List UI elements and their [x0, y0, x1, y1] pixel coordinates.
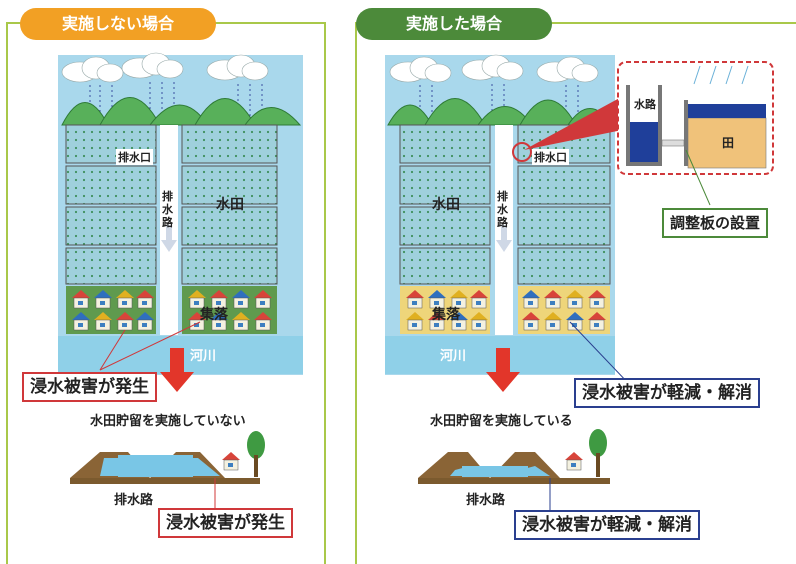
right-panel-frame [355, 22, 796, 564]
right-header-pill: 実施した場合 [356, 8, 552, 40]
right-paddy-fields [399, 124, 611, 285]
left-down-arrow [160, 348, 194, 392]
right-damage-pointer [569, 321, 631, 386]
right-caption: 水田貯留を実施している [430, 414, 573, 429]
left-section-damage-label: 浸水被害が発生 [158, 508, 293, 538]
right-cross-section [418, 429, 610, 484]
right-inset-graphic [626, 65, 767, 169]
left-drain-channel-label: 排水路 [162, 190, 173, 229]
right-down-arrow [486, 348, 520, 392]
right-flow-arrow [496, 225, 512, 252]
right-inset-field-label: 田 [722, 136, 735, 150]
right-damage-label: 浸水被害が軽減・解消 [574, 378, 760, 408]
right-callout-wedge [524, 95, 632, 150]
left-section-drain-label: 排水路 [114, 493, 154, 508]
left-mountains [61, 97, 302, 126]
left-damage-pointer [99, 329, 126, 371]
right-village-label: 集落 [432, 307, 460, 323]
left-village-label: 集落 [200, 307, 228, 323]
left-drain-outlet-label: 排水口 [116, 149, 153, 165]
left-paddy-label: 水田 [216, 197, 244, 213]
diagram-graphics [58, 52, 774, 512]
right-outlet-highlight [512, 142, 532, 162]
left-river-label: 河川 [190, 349, 217, 364]
left-cross-section [70, 431, 265, 484]
right-inset-channel-label: 水路 [634, 98, 656, 111]
right-section-damage-label: 浸水被害が軽減・解消 [514, 510, 700, 540]
left-header-pill: 実施しない場合 [20, 8, 216, 40]
right-village [400, 286, 610, 334]
left-damage-label: 浸水被害が発生 [22, 372, 157, 402]
right-drain-outlet-label: 排水口 [532, 149, 569, 165]
left-paddy-fields [65, 124, 278, 285]
right-paddy-label: 水田 [432, 197, 460, 213]
left-village [66, 286, 277, 334]
left-caption: 水田貯留を実施していない [90, 414, 246, 429]
left-clouds [61, 52, 269, 83]
left-flow-arrow [161, 225, 177, 252]
right-board-label: 調整板の設置 [662, 208, 769, 238]
right-river-label: 河川 [440, 349, 467, 364]
right-section-drain-label: 排水路 [466, 493, 506, 508]
right-drain-channel-label: 排水路 [497, 190, 508, 229]
right-board-pointer [685, 149, 711, 206]
